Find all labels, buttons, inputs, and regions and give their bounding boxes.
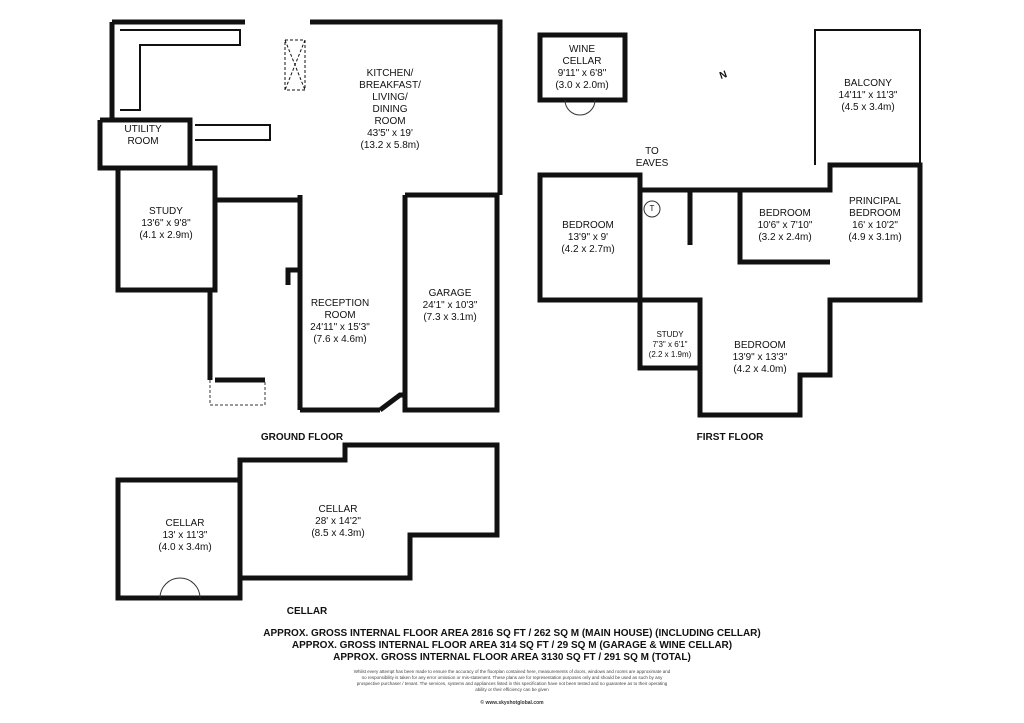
room-size-metric: (4.5 x 3.4m) <box>841 102 895 113</box>
room-name: BALCONY <box>844 78 892 89</box>
room-name: KITCHEN/ <box>366 68 414 79</box>
to-eaves-label: TO EAVES <box>636 146 669 170</box>
room-name: BEDROOM <box>562 220 614 231</box>
room-size-metric: (13.2 x 5.8m) <box>360 140 420 151</box>
cellar-title: CELLAR <box>286 606 328 617</box>
first-floor-title: FIRST FLOOR <box>696 432 764 443</box>
room-size-metric: (4.1 x 2.9m) <box>139 230 193 241</box>
room-size: 13'6" x 9'8" <box>141 218 191 229</box>
room-size: 24'11" x 15'3" <box>310 322 370 333</box>
wine-cellar-outline <box>537 32 628 103</box>
room-name: EAVES <box>635 158 669 169</box>
room-size-metric: (4.2 x 4.0m) <box>733 364 787 375</box>
room-bedroom-2: BEDROOM 10'6" x 7'10" (3.2 x 2.4m) <box>758 208 813 244</box>
room-name: GARAGE <box>428 288 472 299</box>
room-name: BREAKFAST/ <box>359 80 421 91</box>
room-size-metric: (2.2 x 1.9m) <box>648 350 692 359</box>
room-name: CELLAR <box>562 56 602 67</box>
room-first-floor-study: STUDY 7'3" x 6'1" (2.2 x 1.9m) <box>649 330 692 360</box>
room-kitchen: KITCHEN/ BREAKFAST/ LIVING/ DINING ROOM … <box>359 68 421 152</box>
room-size: 43'5" x 19' <box>367 128 413 139</box>
room-size-metric: (7.6 x 4.6m) <box>313 334 367 345</box>
room-size-metric: (4.2 x 2.7m) <box>561 244 615 255</box>
website-link[interactable]: © www.skyshotglobal.com <box>480 700 544 706</box>
kitchen-worktop <box>120 29 271 141</box>
cellar-outline <box>115 442 500 601</box>
room-name: LIVING/ <box>372 92 408 103</box>
area-main-house: APPROX. GROSS INTERNAL FLOOR AREA 2816 S… <box>263 628 761 639</box>
room-size: 14'11" x 11'3" <box>838 90 898 101</box>
room-bedroom-3: BEDROOM 13'9" x 13'3" (4.2 x 4.0m) <box>733 340 788 376</box>
ground-floor-outline <box>97 19 503 413</box>
room-cellar-1: CELLAR 13' x 11'3" (4.0 x 3.4m) <box>158 518 211 554</box>
room-size: 13'9" x 9' <box>567 232 609 243</box>
room-study: STUDY 13'6" x 9'8" (4.1 x 2.9m) <box>139 206 192 242</box>
area-summary: APPROX. GROSS INTERNAL FLOOR AREA 2816 S… <box>263 628 760 664</box>
first-floor-outline <box>537 162 923 418</box>
room-name: ROOM <box>374 116 406 127</box>
room-name: CELLAR <box>318 504 358 515</box>
room-reception: RECEPTION ROOM 24'11" x 15'3" (7.6 x 4.6… <box>310 298 370 346</box>
room-name: BEDROOM <box>759 208 811 219</box>
room-size: 24'1" x 10'3" <box>422 300 478 311</box>
room-size: 13'9" x 13'3" <box>732 352 788 363</box>
room-principal-bedroom: PRINCIPAL BEDROOM 16' x 10'2" (4.9 x 3.1… <box>848 196 901 244</box>
room-utility: UTILITY ROOM <box>124 124 161 148</box>
room-name: STUDY <box>149 206 183 217</box>
area-total: APPROX. GROSS INTERNAL FLOOR AREA 3130 S… <box>333 652 691 663</box>
room-size-metric: (8.5 x 4.3m) <box>311 528 365 539</box>
room-name: BEDROOM <box>734 340 786 351</box>
room-size-metric: (4.9 x 3.1m) <box>848 232 902 243</box>
room-size: 28' x 14'2" <box>315 516 361 527</box>
ground-floor-title: GROUND FLOOR <box>260 432 344 443</box>
room-wine-cellar: WINE CELLAR 9'11" x 6'8" (3.0 x 2.0m) <box>555 44 608 92</box>
room-name: CELLAR <box>165 518 205 529</box>
room-name: STUDY <box>656 330 684 339</box>
room-name: UTILITY <box>124 124 162 135</box>
room-name: TO <box>645 146 659 157</box>
room-name: ROOM <box>127 136 159 147</box>
front-door-area <box>209 380 266 406</box>
wine-doors <box>564 99 596 116</box>
disclaimer: Whilst every attempt has been made to en… <box>353 669 671 692</box>
room-name: ROOM <box>324 310 356 321</box>
room-bedroom-1: BEDROOM 13'9" x 9' (4.2 x 2.7m) <box>561 220 614 256</box>
room-name: DINING <box>372 104 408 115</box>
tank <box>643 200 661 218</box>
tank-label: T <box>649 204 655 213</box>
room-name: RECEPTION <box>310 298 370 309</box>
room-name: BEDROOM <box>849 208 901 219</box>
room-size-metric: (7.3 x 3.1m) <box>423 312 477 323</box>
room-size: 9'11" x 6'8" <box>557 68 607 79</box>
room-cellar-2: CELLAR 28' x 14'2" (8.5 x 4.3m) <box>311 504 364 540</box>
balcony-outline <box>814 29 921 165</box>
room-name: WINE <box>568 44 596 55</box>
room-size: 13' x 11'3" <box>162 530 208 541</box>
room-size-metric: (3.2 x 2.4m) <box>758 232 812 243</box>
cellar-doors <box>159 577 201 599</box>
room-size-metric: (3.0 x 2.0m) <box>555 80 609 91</box>
area-garage-wine: APPROX. GROSS INTERNAL FLOOR AREA 314 SQ… <box>291 640 733 651</box>
room-balcony: BALCONY 14'11" x 11'3" (4.5 x 3.4m) <box>839 78 898 114</box>
skylight <box>284 39 306 91</box>
room-size-metric: (4.0 x 3.4m) <box>158 542 212 553</box>
room-name: PRINCIPAL <box>848 196 902 207</box>
room-size: 16' x 10'2" <box>852 220 898 231</box>
room-size: 7'3" x 6'1" <box>652 340 688 349</box>
room-size: 10'6" x 7'10" <box>757 220 813 231</box>
room-garage: GARAGE 24'1" x 10'3" (7.3 x 3.1m) <box>423 288 478 324</box>
